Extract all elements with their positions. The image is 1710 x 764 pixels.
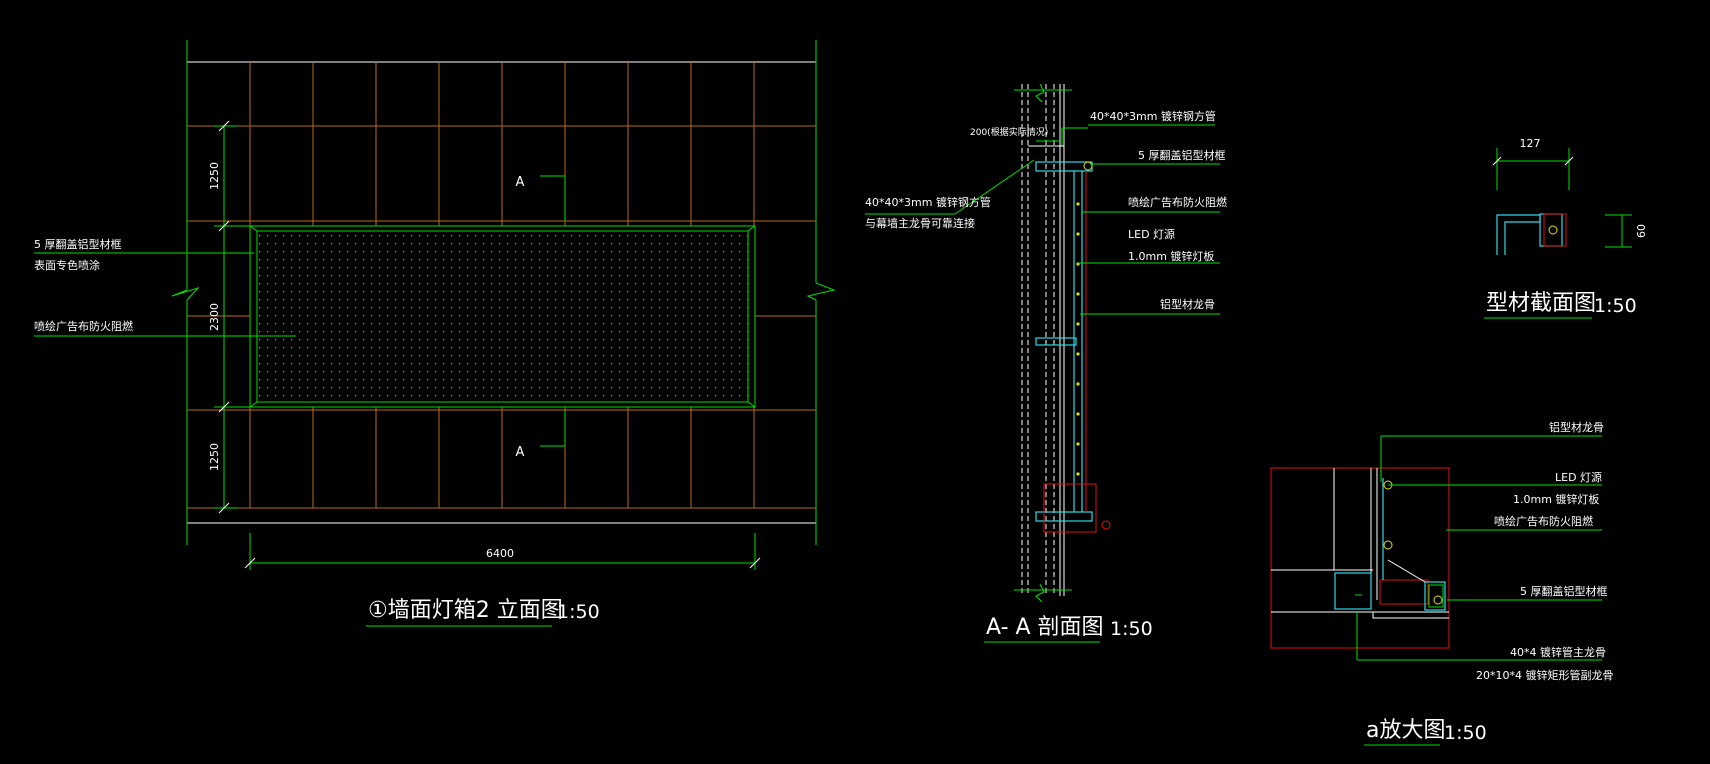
- elevation-title: ①墙面灯箱2 立面图 1:50: [366, 598, 600, 627]
- vertical-dimensions: 1250 2300 1250: [208, 120, 250, 514]
- detail-note-led: LED 灯源: [1555, 470, 1602, 484]
- elevation-title-text: ①墙面灯箱2 立面图: [368, 598, 563, 623]
- lightbox-section: [1035, 161, 1111, 533]
- profile-dim-height: 60: [1635, 224, 1648, 238]
- section-mark-bottom: A: [516, 445, 525, 460]
- note-led-section: LED 灯源: [1128, 227, 1175, 241]
- detail-title-text: a放大图: [1366, 718, 1445, 743]
- note-fabric: 喷绘广告布防火阻燃: [34, 319, 133, 333]
- dim-width-label: 6400: [486, 547, 514, 560]
- detail-note-frame: 5 厚翻盖铝型材框: [1520, 584, 1608, 598]
- note-frame-line1: 5 厚翻盖铝型材框: [34, 237, 122, 251]
- elevation-view: 1250 2300 1250 6400 A A 5 厚翻盖铝型材框 表面: [34, 40, 836, 627]
- section-title: A- A 剖面图 1:50: [984, 615, 1153, 643]
- dim-200-label: 200(根据实际情况): [970, 126, 1048, 138]
- elevation-leaders: 5 厚翻盖铝型材框 表面专色喷涂 喷绘广告布防火阻燃: [34, 237, 296, 337]
- section-mark-top: A: [516, 175, 525, 190]
- detail-note-main: 40*4 镀锌管主龙骨: [1510, 645, 1606, 659]
- dim-top-label: 1250: [208, 162, 221, 190]
- detail-note-sub: 20*10*4 镀锌矩形管副龙骨: [1476, 668, 1614, 682]
- note-panel-section: 1.0mm 镀锌灯板: [1128, 249, 1214, 263]
- detail-note-fabric: 喷绘广告布防火阻燃: [1494, 514, 1593, 528]
- detail-note-keel: 铝型材龙骨: [1549, 420, 1604, 434]
- profile-dim-width: 127: [1520, 137, 1541, 150]
- section-marks: A A: [516, 175, 566, 460]
- section-title-text: A- A 剖面图: [986, 615, 1104, 640]
- dim-bottom-label: 1250: [208, 443, 221, 471]
- note-pipe-left-1: 40*40*3mm 镀锌钢方管: [865, 195, 991, 209]
- section-scale-text: 1:50: [1110, 618, 1153, 640]
- wall-section: [1014, 83, 1072, 603]
- profile-view: 127 60 型材截面图 1:50: [1484, 137, 1648, 319]
- detail-note-panel: 1.0mm 镀锌灯板: [1513, 492, 1599, 506]
- note-fabric-section: 喷绘广告布防火阻燃: [1128, 195, 1227, 209]
- horizontal-dimension: 6400: [244, 533, 761, 570]
- lightbox-panel: [249, 225, 756, 408]
- elevation-scale-text: 1:50: [557, 601, 600, 623]
- note-frame-section: 5 厚翻盖铝型材框: [1138, 148, 1226, 162]
- note-pipe-left-2: 与幕墙主龙骨可靠连接: [865, 216, 975, 230]
- note-keel-section: 铝型材龙骨: [1160, 297, 1215, 311]
- note-frame-line2: 表面专色喷涂: [34, 258, 100, 272]
- detail-view: 铝型材龙骨 LED 灯源 1.0mm 镀锌灯板 喷绘广告布防火阻燃 5 厚翻盖铝…: [1270, 420, 1614, 746]
- profile-title-text: 型材截面图: [1486, 291, 1596, 316]
- section-leaders: 200(根据实际情况) 40*40*3mm 镀锌钢方管 5 厚翻盖铝型材框 喷绘…: [865, 109, 1227, 315]
- note-pipe-top: 40*40*3mm 镀锌钢方管: [1090, 109, 1216, 123]
- section-aa-view: 200(根据实际情况) 40*40*3mm 镀锌钢方管 5 厚翻盖铝型材框 喷绘…: [865, 83, 1227, 643]
- profile-scale-text: 1:50: [1594, 295, 1637, 317]
- dim-middle-label: 2300: [208, 303, 221, 331]
- detail-scale-text: 1:50: [1444, 722, 1487, 744]
